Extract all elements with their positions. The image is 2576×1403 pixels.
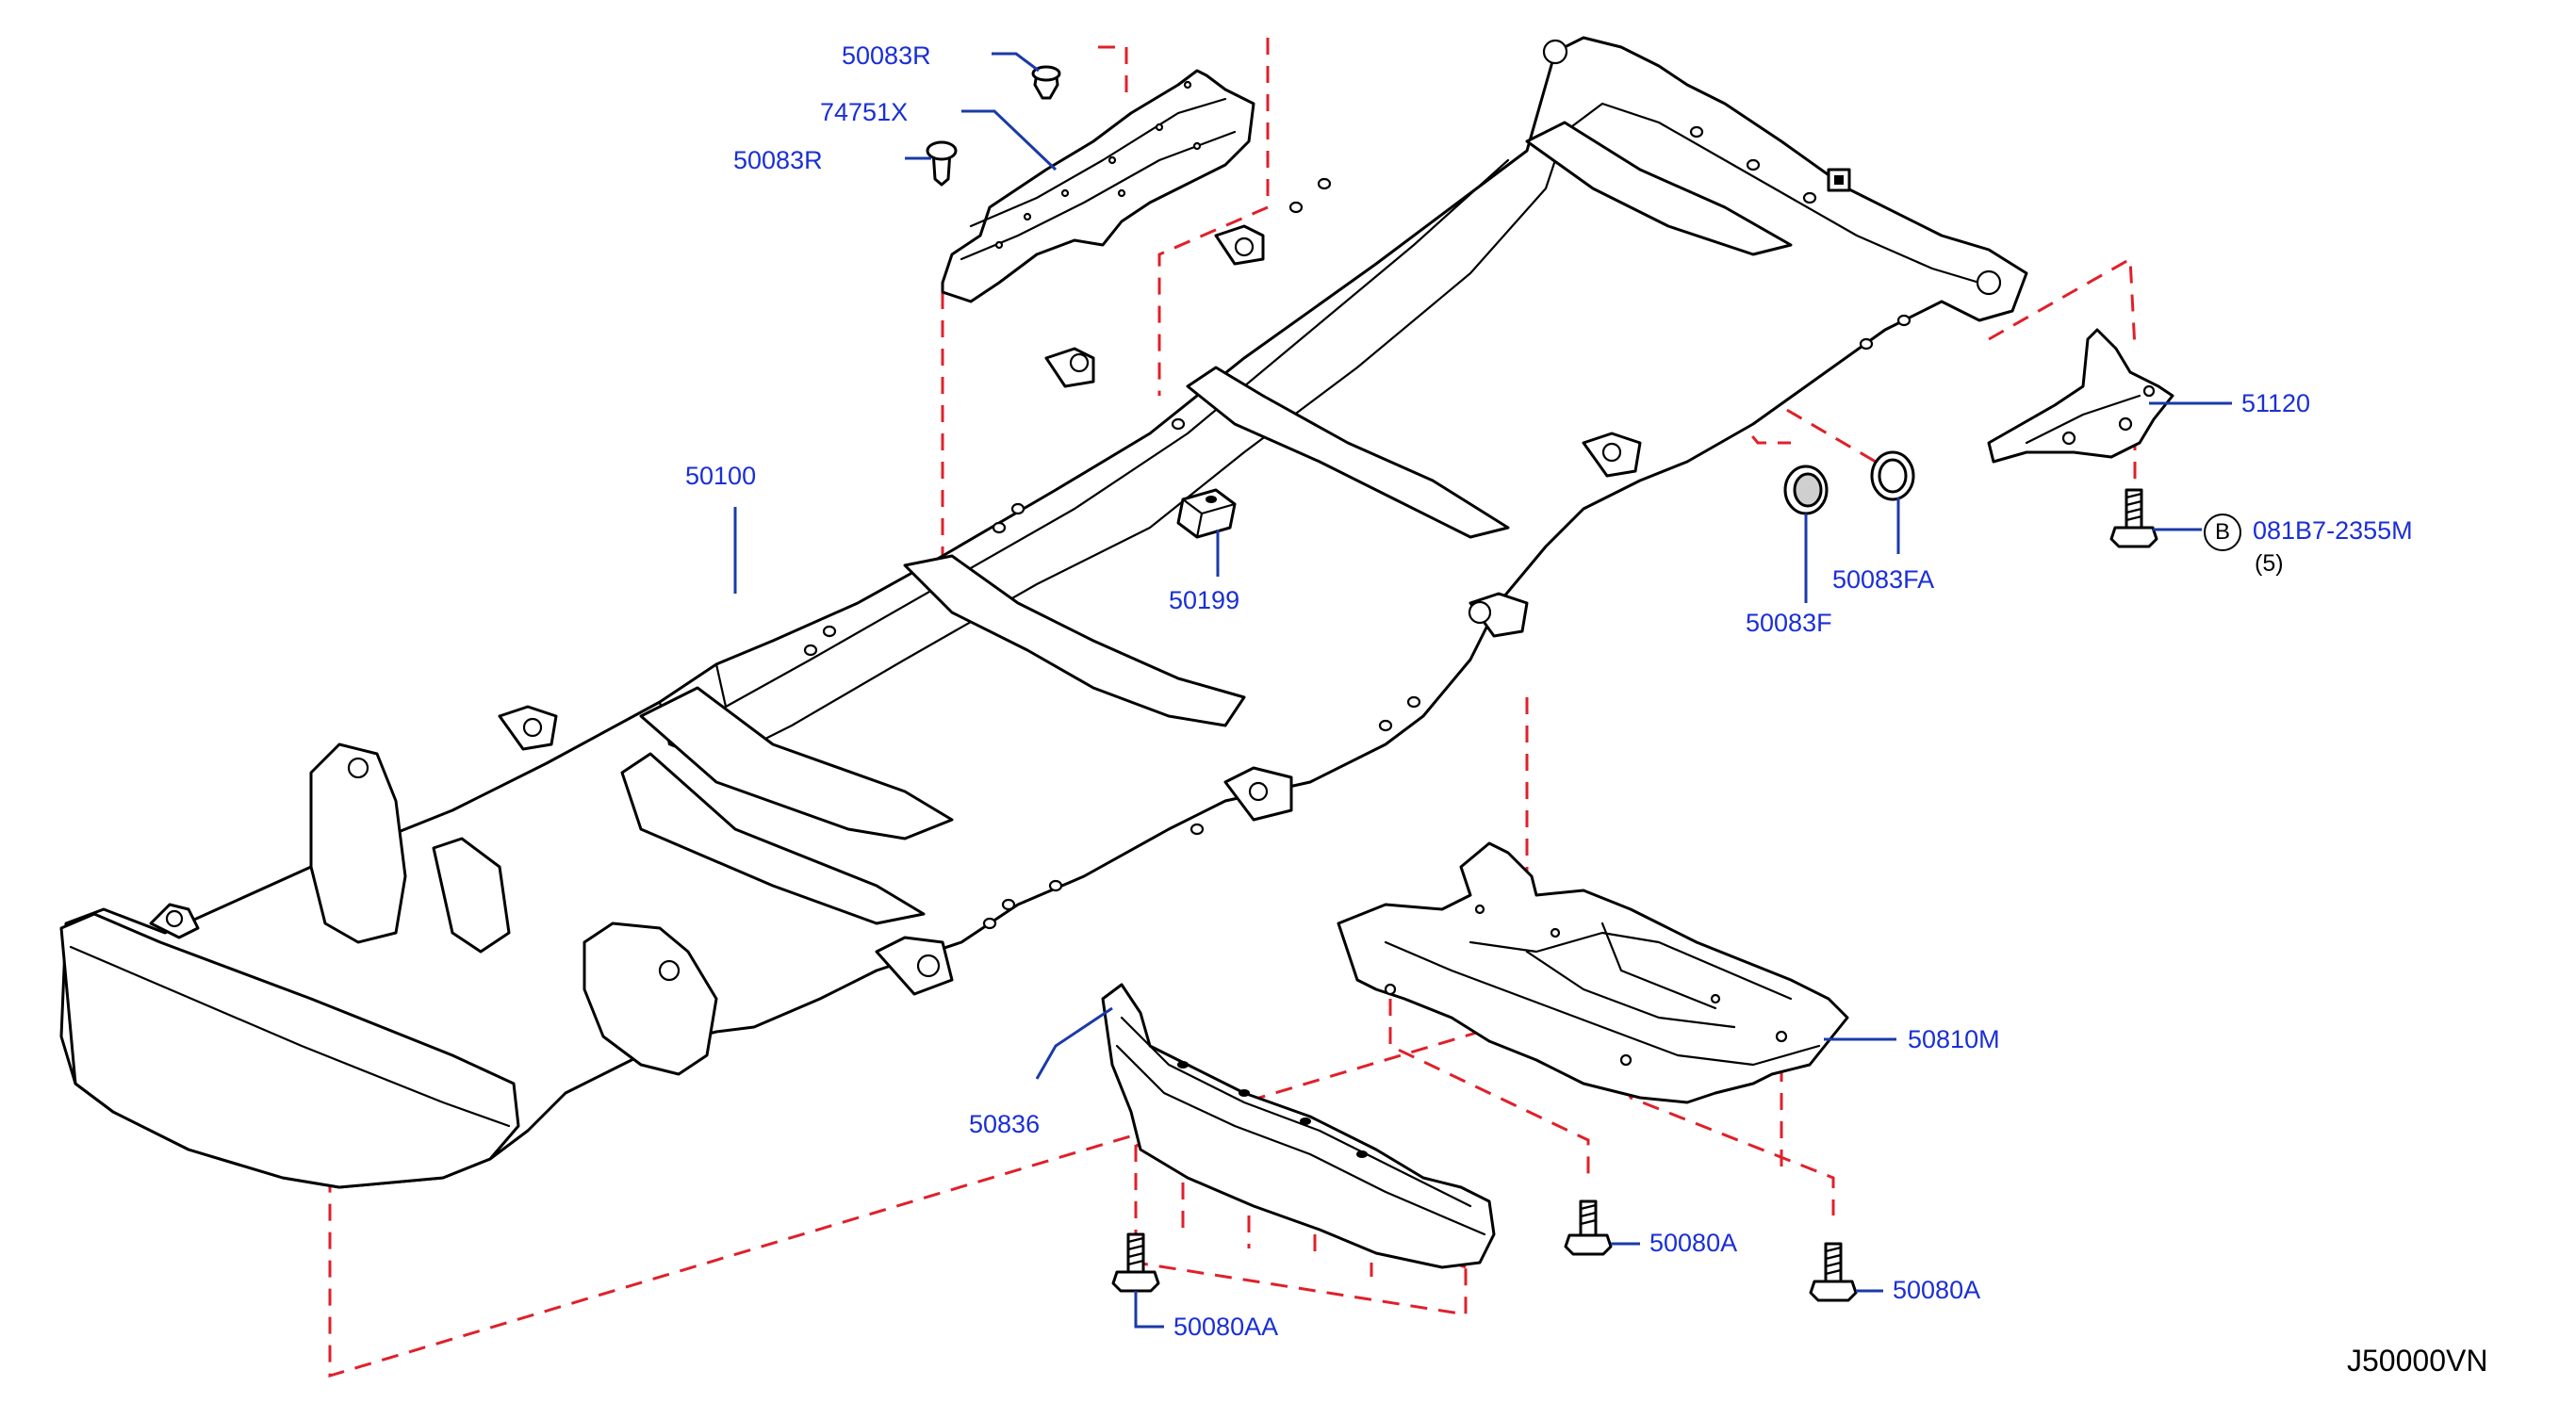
leader-lines bbox=[733, 52, 2232, 1329]
bolt-ref-badge: B bbox=[2204, 514, 2241, 551]
ladder-frame-50100 bbox=[59, 36, 2028, 1189]
bolt-50080a-left bbox=[1564, 1199, 1613, 1256]
callout-50080a-right: 50080A bbox=[1893, 1276, 1981, 1304]
bracket-51120 bbox=[1987, 328, 2174, 464]
callout-50199: 50199 bbox=[1169, 586, 1240, 614]
callout-50810m: 50810M bbox=[1908, 1025, 2000, 1053]
drawing-code: J50000VN bbox=[2347, 1344, 2488, 1378]
callout-50083r-upper: 50083R bbox=[842, 41, 931, 70]
callout-50836: 50836 bbox=[969, 1110, 1041, 1138]
bolt-50080aa bbox=[1111, 1232, 1160, 1293]
bolt-50080a-right bbox=[1809, 1242, 1858, 1302]
front-under-cover-50836 bbox=[1101, 983, 1496, 1269]
callout-50080aa: 50080AA bbox=[1173, 1313, 1279, 1341]
plug-50083fa bbox=[1870, 450, 1915, 501]
callout-50083f: 50083F bbox=[1746, 609, 1832, 637]
callout-081b7-2355m: 081B7-2355M bbox=[2253, 516, 2413, 545]
callout-50100: 50100 bbox=[685, 462, 757, 490]
bolt-081b7-2355m bbox=[2109, 488, 2158, 548]
callout-50083r-lower: 50083R bbox=[733, 146, 823, 174]
callout-50080a-left: 50080A bbox=[1649, 1229, 1738, 1257]
callout-74751x: 74751X bbox=[820, 98, 909, 126]
clip-50083r-upper bbox=[1031, 65, 1061, 100]
bolt-quantity: (5) bbox=[2255, 550, 2284, 577]
engine-under-cover-50810m bbox=[1337, 841, 1849, 1104]
spacer-50199 bbox=[1176, 488, 1237, 539]
heat-insulator-74751x bbox=[941, 69, 1255, 303]
callout-51120: 51120 bbox=[2241, 389, 2311, 417]
clip-50083r-lower bbox=[926, 140, 958, 187]
callout-50083fa: 50083FA bbox=[1832, 565, 1935, 594]
plug-50083f bbox=[1783, 465, 1829, 515]
